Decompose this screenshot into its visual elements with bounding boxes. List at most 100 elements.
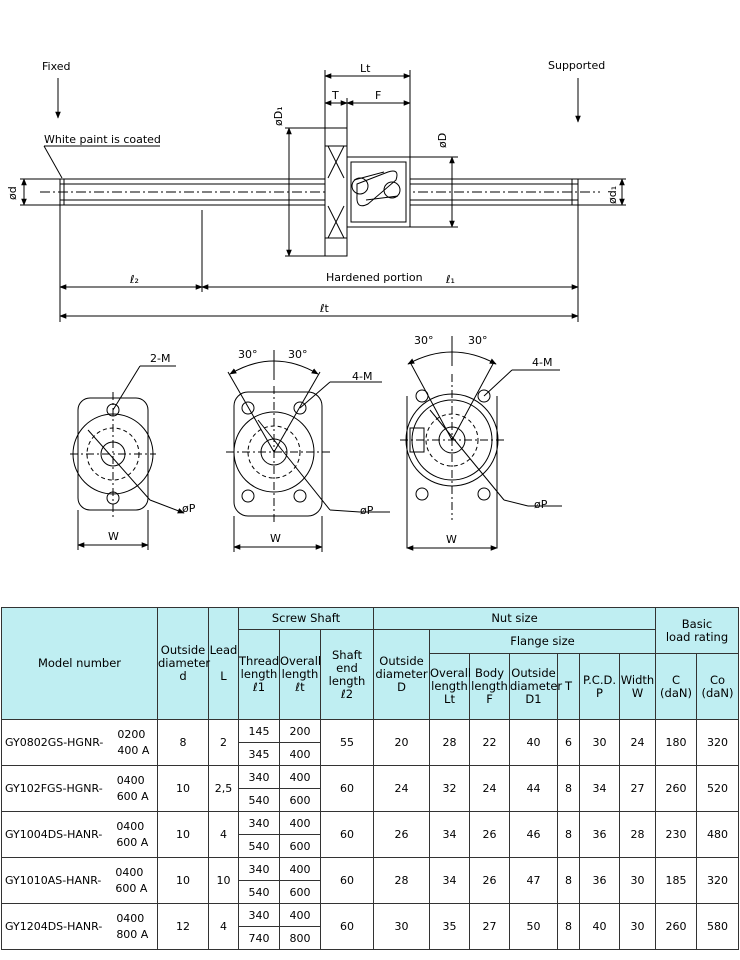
body-length-cell: 24 — [469, 765, 510, 812]
header-nut-overall-length: Overall length Lt — [429, 653, 471, 720]
outside-diameter-cell: 12 — [157, 903, 209, 950]
lead-cell: 10 — [208, 857, 239, 904]
label-l2: ℓ₂ — [129, 273, 139, 286]
label-t: T — [331, 89, 339, 102]
label-4m-b: 4-M — [532, 356, 552, 369]
nut-overall-length-cell: 32 — [429, 765, 470, 812]
c-cell: 180 — [655, 719, 697, 766]
thread-length-cell: 145 — [238, 719, 280, 743]
flange-outside-diameter-cell: 46 — [509, 811, 558, 858]
label-supported: Supported — [548, 59, 605, 72]
flange-outside-diameter-cell: 50 — [509, 903, 558, 950]
thread-length-cell: 340 — [238, 903, 280, 927]
width-cell: 24 — [619, 719, 656, 766]
thread-length-cell: 340 — [238, 811, 280, 835]
thread-length-cell: 340 — [238, 765, 280, 789]
overall-length-cell: 400 — [279, 765, 321, 789]
model-suffix: 0400 600 A — [116, 819, 149, 849]
width-cell: 30 — [619, 903, 656, 950]
model-suffix: 0400 600 A — [116, 773, 149, 803]
width-cell: 27 — [619, 765, 656, 812]
header-lead: Lead L — [208, 607, 239, 720]
overall-length-cell: 400 — [279, 903, 321, 927]
lead-cell: 2 — [208, 719, 239, 766]
label-lt-total: ℓt — [319, 302, 330, 315]
model-number-cell: GY102FGS-HGNR- 0400 600 A — [1, 765, 158, 812]
flange-outside-diameter-cell: 47 — [509, 857, 558, 904]
thread-length-cell: 740 — [238, 926, 280, 950]
header-screw-shaft: Screw Shaft — [238, 607, 374, 630]
c-cell: 185 — [655, 857, 697, 904]
header-model: Model number — [1, 607, 158, 720]
header-shaft-end-length: Shaft end length ℓ2 — [320, 629, 374, 720]
label-w-3: W — [446, 533, 457, 546]
header-overall-length: Overall length ℓt — [279, 629, 321, 720]
outside-diameter-cell: 8 — [157, 719, 209, 766]
model-code: GY1004DS-HANR- — [5, 828, 103, 841]
pcd-cell: 34 — [579, 765, 620, 812]
model-number-cell: GY1004DS-HANR- 0400 600 A — [1, 811, 158, 858]
spec-table: Model number Outside diameter d Lead L S… — [1, 607, 739, 950]
nut-overall-length-cell: 34 — [429, 811, 470, 858]
label-4m-a: 4-M — [352, 370, 372, 383]
t-cell: 8 — [557, 811, 580, 858]
label-w-1: W — [108, 530, 119, 543]
label-angle-2a: 30° — [414, 334, 434, 347]
shaft-end-length-cell: 60 — [320, 811, 374, 858]
nut-outside-diameter-cell: 28 — [373, 857, 430, 904]
header-basic-load-rating: Basic load rating — [655, 607, 739, 654]
t-cell: 6 — [557, 719, 580, 766]
header-outside-diameter: Outside diameter d — [157, 607, 210, 720]
overall-length-cell: 600 — [279, 788, 321, 812]
co-cell: 480 — [696, 811, 739, 858]
t-cell: 8 — [557, 903, 580, 950]
label-2m: 2-M — [150, 352, 170, 365]
c-cell: 260 — [655, 903, 697, 950]
label-hardened: Hardened portion — [326, 271, 423, 284]
label-angle-2b: 30° — [468, 334, 488, 347]
label-angle-1b: 30° — [288, 348, 308, 361]
header-flange-outside-diameter: Outside diameter D1 — [509, 653, 562, 720]
co-cell: 320 — [696, 857, 739, 904]
thread-length-cell: 540 — [238, 834, 280, 858]
label-w-2: W — [270, 532, 281, 545]
header-nut-outside-diameter: Outside diameter D — [373, 629, 430, 720]
overall-length-cell: 800 — [279, 926, 321, 950]
nut-overall-length-cell: 28 — [429, 719, 470, 766]
thread-length-cell: 345 — [238, 742, 280, 766]
overall-length-cell: 400 — [279, 811, 321, 835]
shaft-end-length-cell: 60 — [320, 765, 374, 812]
width-cell: 28 — [619, 811, 656, 858]
c-cell: 230 — [655, 811, 697, 858]
shaft-end-length-cell: 60 — [320, 903, 374, 950]
overall-length-cell: 600 — [279, 880, 321, 904]
body-length-cell: 26 — [469, 811, 510, 858]
header-width: Width W — [619, 653, 656, 720]
model-code: GY102FGS-HGNR- — [5, 782, 103, 795]
outside-diameter-cell: 10 — [157, 765, 209, 812]
model-suffix: 0200 400 A — [117, 727, 150, 757]
flange-outside-diameter-cell: 44 — [509, 765, 558, 812]
nut-overall-length-cell: 34 — [429, 857, 470, 904]
nut-outside-diameter-cell: 24 — [373, 765, 430, 812]
outside-diameter-cell: 10 — [157, 811, 209, 858]
overall-length-cell: 600 — [279, 834, 321, 858]
model-number-cell: GY1204DS-HANR-0400 800 A — [1, 903, 158, 950]
label-phi-d: ød — [6, 186, 19, 200]
c-cell: 260 — [655, 765, 697, 812]
co-cell: 320 — [696, 719, 739, 766]
label-od: øD — [436, 133, 449, 148]
nut-outside-diameter-cell: 26 — [373, 811, 430, 858]
body-length-cell: 26 — [469, 857, 510, 904]
model-suffix: 0400 800 A — [116, 911, 149, 941]
header-co: Co (daN) — [696, 653, 739, 720]
label-p-1: øP — [182, 502, 196, 515]
header-body-length: Body length F — [469, 653, 510, 720]
table-header: Model number Outside diameter d Lead L S… — [1, 607, 739, 720]
